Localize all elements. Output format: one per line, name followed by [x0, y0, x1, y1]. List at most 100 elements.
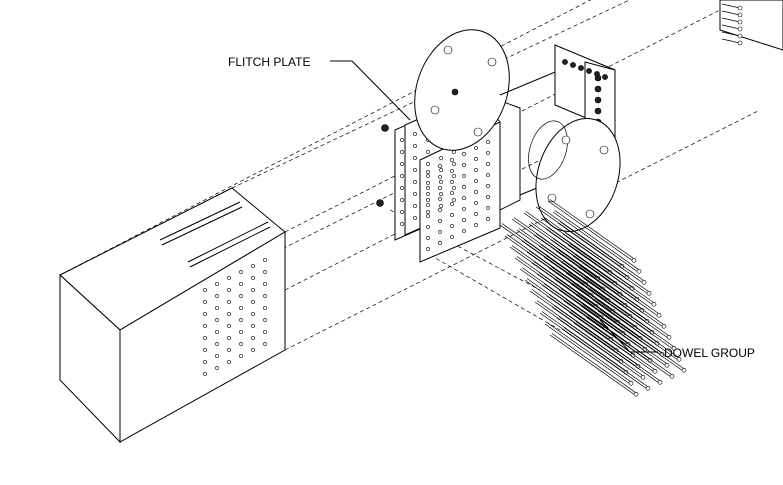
plate-hole [426, 236, 430, 240]
plate-hole [413, 168, 417, 172]
plate-hole [439, 180, 443, 184]
beam-hole [215, 306, 219, 310]
dowel [567, 244, 654, 306]
plate-hole [474, 201, 478, 205]
plate-hole [452, 198, 456, 202]
beam-hole [263, 282, 267, 286]
dowel [558, 289, 645, 351]
plate-hole [450, 158, 454, 162]
plate-hole [462, 229, 466, 233]
plate-hole [400, 186, 404, 190]
dowel-edge [547, 227, 634, 288]
plate-hole [462, 152, 466, 156]
beam-hole [203, 336, 207, 340]
plate-hole [450, 235, 454, 239]
dowel [549, 334, 636, 396]
plate-hole [452, 162, 456, 166]
dowel [570, 283, 657, 345]
dowel-end [641, 279, 647, 285]
dowel [585, 316, 672, 378]
dowel-end [651, 301, 657, 307]
beam-hole [239, 306, 243, 310]
plate-hole [450, 180, 454, 184]
plate-hole [462, 207, 466, 211]
dowel [587, 288, 674, 350]
beam-hole [203, 300, 207, 304]
dowel-edge [533, 261, 620, 322]
plate-hole [474, 223, 478, 227]
dowel-edge [559, 221, 646, 282]
plate-hole [439, 168, 443, 172]
dowel [563, 300, 650, 362]
dowel-edge [549, 199, 636, 260]
dowel-group-label: DOWEL GROUP [664, 346, 755, 360]
beam-hole [215, 318, 219, 322]
dowel-end [646, 290, 652, 296]
dowel [568, 311, 655, 373]
plate-hole [426, 247, 430, 251]
dowel-edge [558, 316, 645, 377]
plate-hole [462, 185, 466, 189]
dowel-edge [540, 244, 627, 305]
dowel-end [645, 385, 651, 391]
plate-hole [486, 217, 490, 221]
dowel [528, 223, 615, 285]
dowel-edge [525, 211, 612, 272]
beam-hole [227, 360, 231, 364]
flitch-plate-label: FLITCH PLATE [228, 55, 310, 69]
plate-hole [400, 222, 404, 226]
dowel [529, 290, 616, 352]
dowel-end [636, 268, 642, 274]
beam-hole [239, 342, 243, 346]
dowel [547, 200, 634, 262]
dowel-edge [530, 222, 617, 283]
beam-hole [251, 288, 255, 292]
beam-hole [263, 330, 267, 334]
beam-hole [251, 324, 255, 328]
dowel [544, 323, 631, 385]
column-bolt [721, 31, 741, 37]
beam-hole [251, 312, 255, 316]
dowel [553, 278, 640, 340]
plate-hole [452, 174, 456, 178]
dowel-end [671, 345, 677, 351]
beam-hole [263, 258, 267, 262]
dowel-end [664, 362, 670, 368]
plate-hole [474, 212, 478, 216]
dowel-end [657, 379, 663, 385]
dowel [582, 277, 669, 339]
plate-hole [486, 140, 490, 144]
dowel [560, 261, 647, 323]
beam-hole [203, 360, 207, 364]
dowel-edge [543, 283, 630, 344]
column-bolt-head [737, 19, 743, 25]
dowel [540, 217, 627, 279]
beam-hole [239, 318, 243, 322]
plate-hole [413, 216, 417, 220]
dowel-end [681, 367, 687, 373]
beam-hole [203, 312, 207, 316]
beam-hole [227, 324, 231, 328]
dowel [580, 305, 667, 367]
dowel [573, 322, 660, 384]
plate-hole [474, 168, 478, 172]
beam-hole [215, 330, 219, 334]
dowel [533, 234, 620, 296]
dowel [519, 268, 606, 330]
dowel-edge [579, 265, 666, 326]
plate-hole [438, 241, 442, 245]
column-bolt-head [737, 12, 743, 18]
dowel-edge [599, 309, 686, 370]
dowel [526, 251, 613, 313]
loose-bolts [376, 124, 389, 207]
dowel [514, 257, 601, 319]
dowel-edge [569, 243, 656, 304]
plate-hole [400, 198, 404, 202]
plate-hole [400, 174, 404, 178]
dowel [575, 294, 662, 356]
dowel-edge [587, 315, 674, 376]
dowel [555, 250, 642, 312]
dowel [552, 211, 639, 273]
dowel [541, 284, 628, 346]
dowel-edge [531, 289, 618, 350]
